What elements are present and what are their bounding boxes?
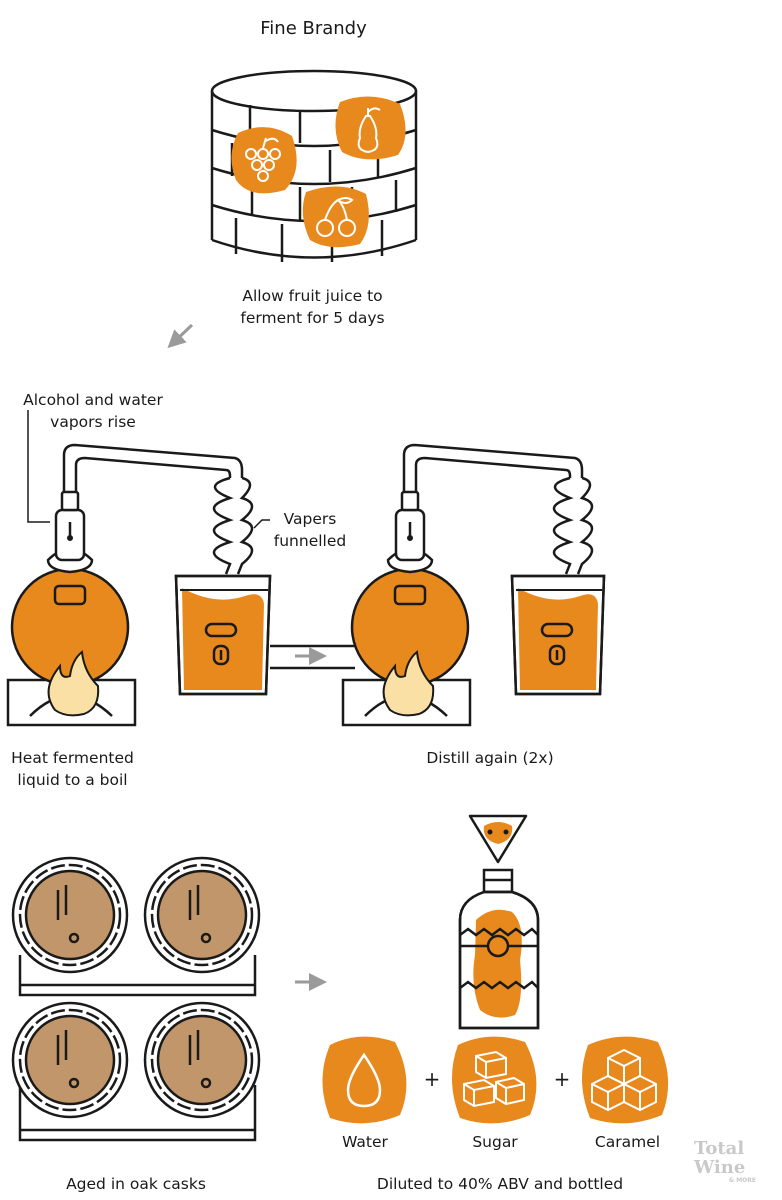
pot-still-2 xyxy=(341,443,606,727)
sugar-cubes-icon xyxy=(451,1036,537,1124)
aged-label: Aged in oak casks xyxy=(66,1175,206,1193)
caramel-cubes-icon xyxy=(581,1036,669,1124)
connector-pipe xyxy=(270,644,355,670)
arrow-to-distill xyxy=(167,323,194,349)
oak-casks xyxy=(11,856,261,1142)
diluted-label: Diluted to 40% ABV and bottled xyxy=(376,1175,624,1193)
page-title: Fine Brandy xyxy=(260,18,367,39)
grapes-icon xyxy=(231,127,297,194)
ingredient-label-caramel: Caramel xyxy=(594,1133,661,1151)
distill-again-label: Distill again (2x) xyxy=(426,749,554,767)
total-wine-logo: Total Wine & MORE xyxy=(694,1138,756,1184)
water-drop-icon xyxy=(322,1036,407,1124)
plus-sign: + xyxy=(553,1067,571,1091)
plus-sign: + xyxy=(423,1067,441,1091)
cherries-icon xyxy=(302,186,369,248)
ingredient-label-water: Water xyxy=(342,1133,388,1151)
brandy-bottle xyxy=(458,814,540,1030)
pot-still-1 xyxy=(6,410,272,727)
ingredient-label-sugar: Sugar xyxy=(472,1133,518,1151)
pear-icon xyxy=(335,96,406,160)
